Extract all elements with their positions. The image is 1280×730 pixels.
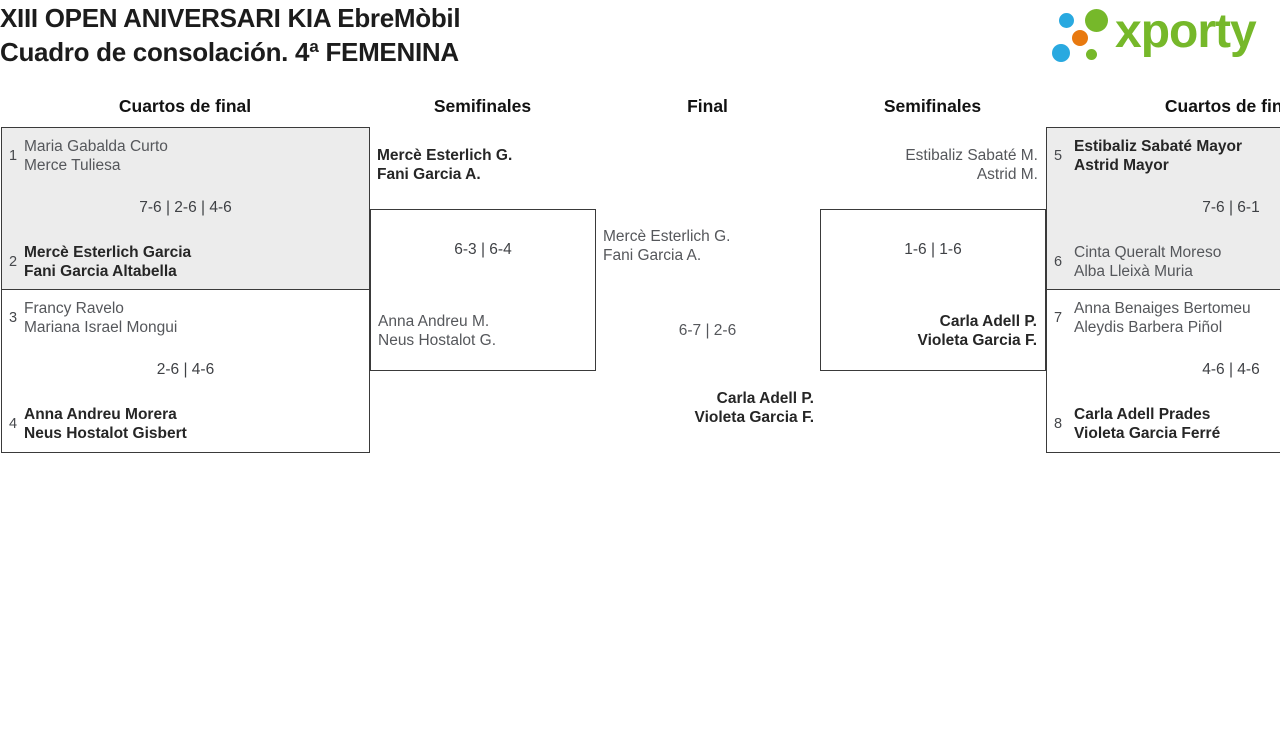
seed-number: 2 — [9, 253, 18, 270]
round-header-final: Final — [687, 96, 728, 116]
page-subtitle: Cuadro de consolación. 4ª FEMENINA — [0, 37, 459, 67]
seed-number: 3 — [9, 309, 18, 326]
match-score: 6-3 | 6-4 — [454, 241, 512, 258]
player-name: Neus Hostalot G. — [378, 332, 497, 349]
team-row: 8 Carla Adell Prades Violeta Garcia Ferr… — [1054, 405, 1220, 443]
seed-number: 6 — [1054, 253, 1063, 270]
player-name: Anna Andreu M. — [378, 313, 490, 330]
logo-dot-icon — [1085, 9, 1108, 32]
match-score: 4-6 | 4-6 — [1202, 361, 1260, 378]
player-name: Fani Garcia Altabella — [24, 263, 177, 280]
round-header-quarterfinals-right: Cuartos de final — [1164, 96, 1280, 116]
seed-number: 8 — [1054, 415, 1063, 432]
player-name: Fani Garcia A. — [377, 166, 481, 183]
player-name: Fani Garcia A. — [603, 247, 702, 264]
player-name: Mercè Esterlich Garcia — [24, 244, 192, 261]
team-left-sf-top: Mercè Esterlich G. Fani Garcia A. — [377, 146, 512, 184]
logo-dot-icon — [1086, 49, 1097, 60]
team-finalist-left: Mercè Esterlich G. Fani Garcia A. — [603, 227, 730, 265]
player-name: Astrid Mayor — [1074, 157, 1169, 174]
player-name: Estibaliz Sabaté M. — [905, 147, 1038, 164]
xporty-logo[interactable]: xporty — [1048, 2, 1280, 74]
player-name: Merce Tuliesa — [24, 157, 121, 174]
logo-dot-icon — [1072, 30, 1088, 46]
logo-dot-icon — [1059, 13, 1074, 28]
logo-dot-icon — [1052, 44, 1070, 62]
player-name: Cinta Queralt Moreso — [1074, 244, 1222, 261]
player-name: Francy Ravelo — [24, 300, 124, 317]
match-box-left-qf-bottom[interactable]: 3 Francy Ravelo Mariana Israel Mongui 2-… — [1, 289, 370, 453]
player-name: Violeta Garcia F. — [694, 409, 814, 426]
team-row: 4 Anna Andreu Morera Neus Hostalot Gisbe… — [9, 405, 187, 443]
seed-number: 7 — [1054, 309, 1063, 326]
player-name: Anna Benaiges Bertomeu — [1074, 300, 1251, 317]
match-score: 1-6 | 1-6 — [904, 241, 962, 258]
player-name: Anna Andreu Morera — [24, 406, 177, 423]
seed-number: 1 — [9, 147, 18, 164]
team-row: Carla Adell P. Violeta Garcia F. — [821, 312, 1037, 350]
match-score: 7-6 | 2-6 | 4-6 — [139, 199, 232, 216]
match-box-right-qf-bottom[interactable]: 7 Anna Benaiges Bertomeu Aleydis Barbera… — [1046, 289, 1280, 453]
team-row: 1 Maria Gabalda Curto Merce Tuliesa — [9, 137, 168, 175]
page-title: XIII OPEN ANIVERSARI KIA EbreMòbil — [0, 3, 461, 33]
player-name: Aleydis Barbera Piñol — [1074, 319, 1223, 336]
player-name: Neus Hostalot Gisbert — [24, 425, 187, 442]
player-name: Violeta Garcia Ferré — [1074, 425, 1221, 442]
team-row: 5 Estibaliz Sabaté Mayor Astrid Mayor — [1054, 137, 1242, 175]
player-name: Carla Adell P. — [716, 390, 814, 407]
round-header-semifinals-left: Semifinales — [433, 96, 532, 116]
round-header-semifinals-right: Semifinales — [883, 96, 982, 116]
player-name: Maria Gabalda Curto — [24, 138, 168, 155]
seed-number: 5 — [1054, 147, 1063, 164]
match-box-left-qf-top[interactable]: 1 Maria Gabalda Curto Merce Tuliesa 7-6 … — [1, 127, 370, 291]
logo-wordmark: xporty — [1115, 5, 1257, 58]
player-name: Mercè Esterlich G. — [377, 147, 513, 164]
match-box-left-sf[interactable]: 6-3 | 6-4 Anna Andreu M. Neus Hostalot G… — [370, 209, 596, 371]
team-row: 6 Cinta Queralt Moreso Alba Lleixà Muria — [1054, 243, 1221, 281]
match-box-right-sf[interactable]: 1-6 | 1-6 Carla Adell P. Violeta Garcia … — [820, 209, 1046, 371]
match-score: 7-6 | 6-1 — [1202, 199, 1260, 216]
player-name: Estibaliz Sabaté Mayor — [1074, 138, 1242, 155]
player-name: Violeta Garcia F. — [917, 332, 1037, 349]
team-row: 7 Anna Benaiges Bertomeu Aleydis Barbera… — [1054, 299, 1251, 337]
team-row: 3 Francy Ravelo Mariana Israel Mongui — [9, 299, 177, 337]
player-name: Astrid M. — [976, 166, 1038, 183]
player-name: Mariana Israel Mongui — [24, 319, 178, 336]
player-name: Alba Lleixà Muria — [1074, 263, 1193, 280]
team-champion: Carla Adell P. Violeta Garcia F. — [595, 389, 814, 427]
team-row: Anna Andreu M. Neus Hostalot G. — [378, 312, 496, 350]
team-right-sf-top: Estibaliz Sabaté M. Astrid M. — [820, 146, 1038, 184]
player-name: Carla Adell P. — [939, 313, 1037, 330]
seed-number: 4 — [9, 415, 18, 432]
match-box-right-qf-top[interactable]: 5 Estibaliz Sabaté Mayor Astrid Mayor 7-… — [1046, 127, 1280, 291]
final-score: 6-7 | 2-6 — [678, 322, 737, 339]
player-name: Mercè Esterlich G. — [603, 228, 731, 245]
round-header-quarterfinals-left: Cuartos de final — [118, 96, 252, 116]
match-score: 2-6 | 4-6 — [156, 361, 215, 378]
team-row: 2 Mercè Esterlich Garcia Fani Garcia Alt… — [9, 243, 191, 281]
player-name: Carla Adell Prades — [1074, 406, 1211, 423]
